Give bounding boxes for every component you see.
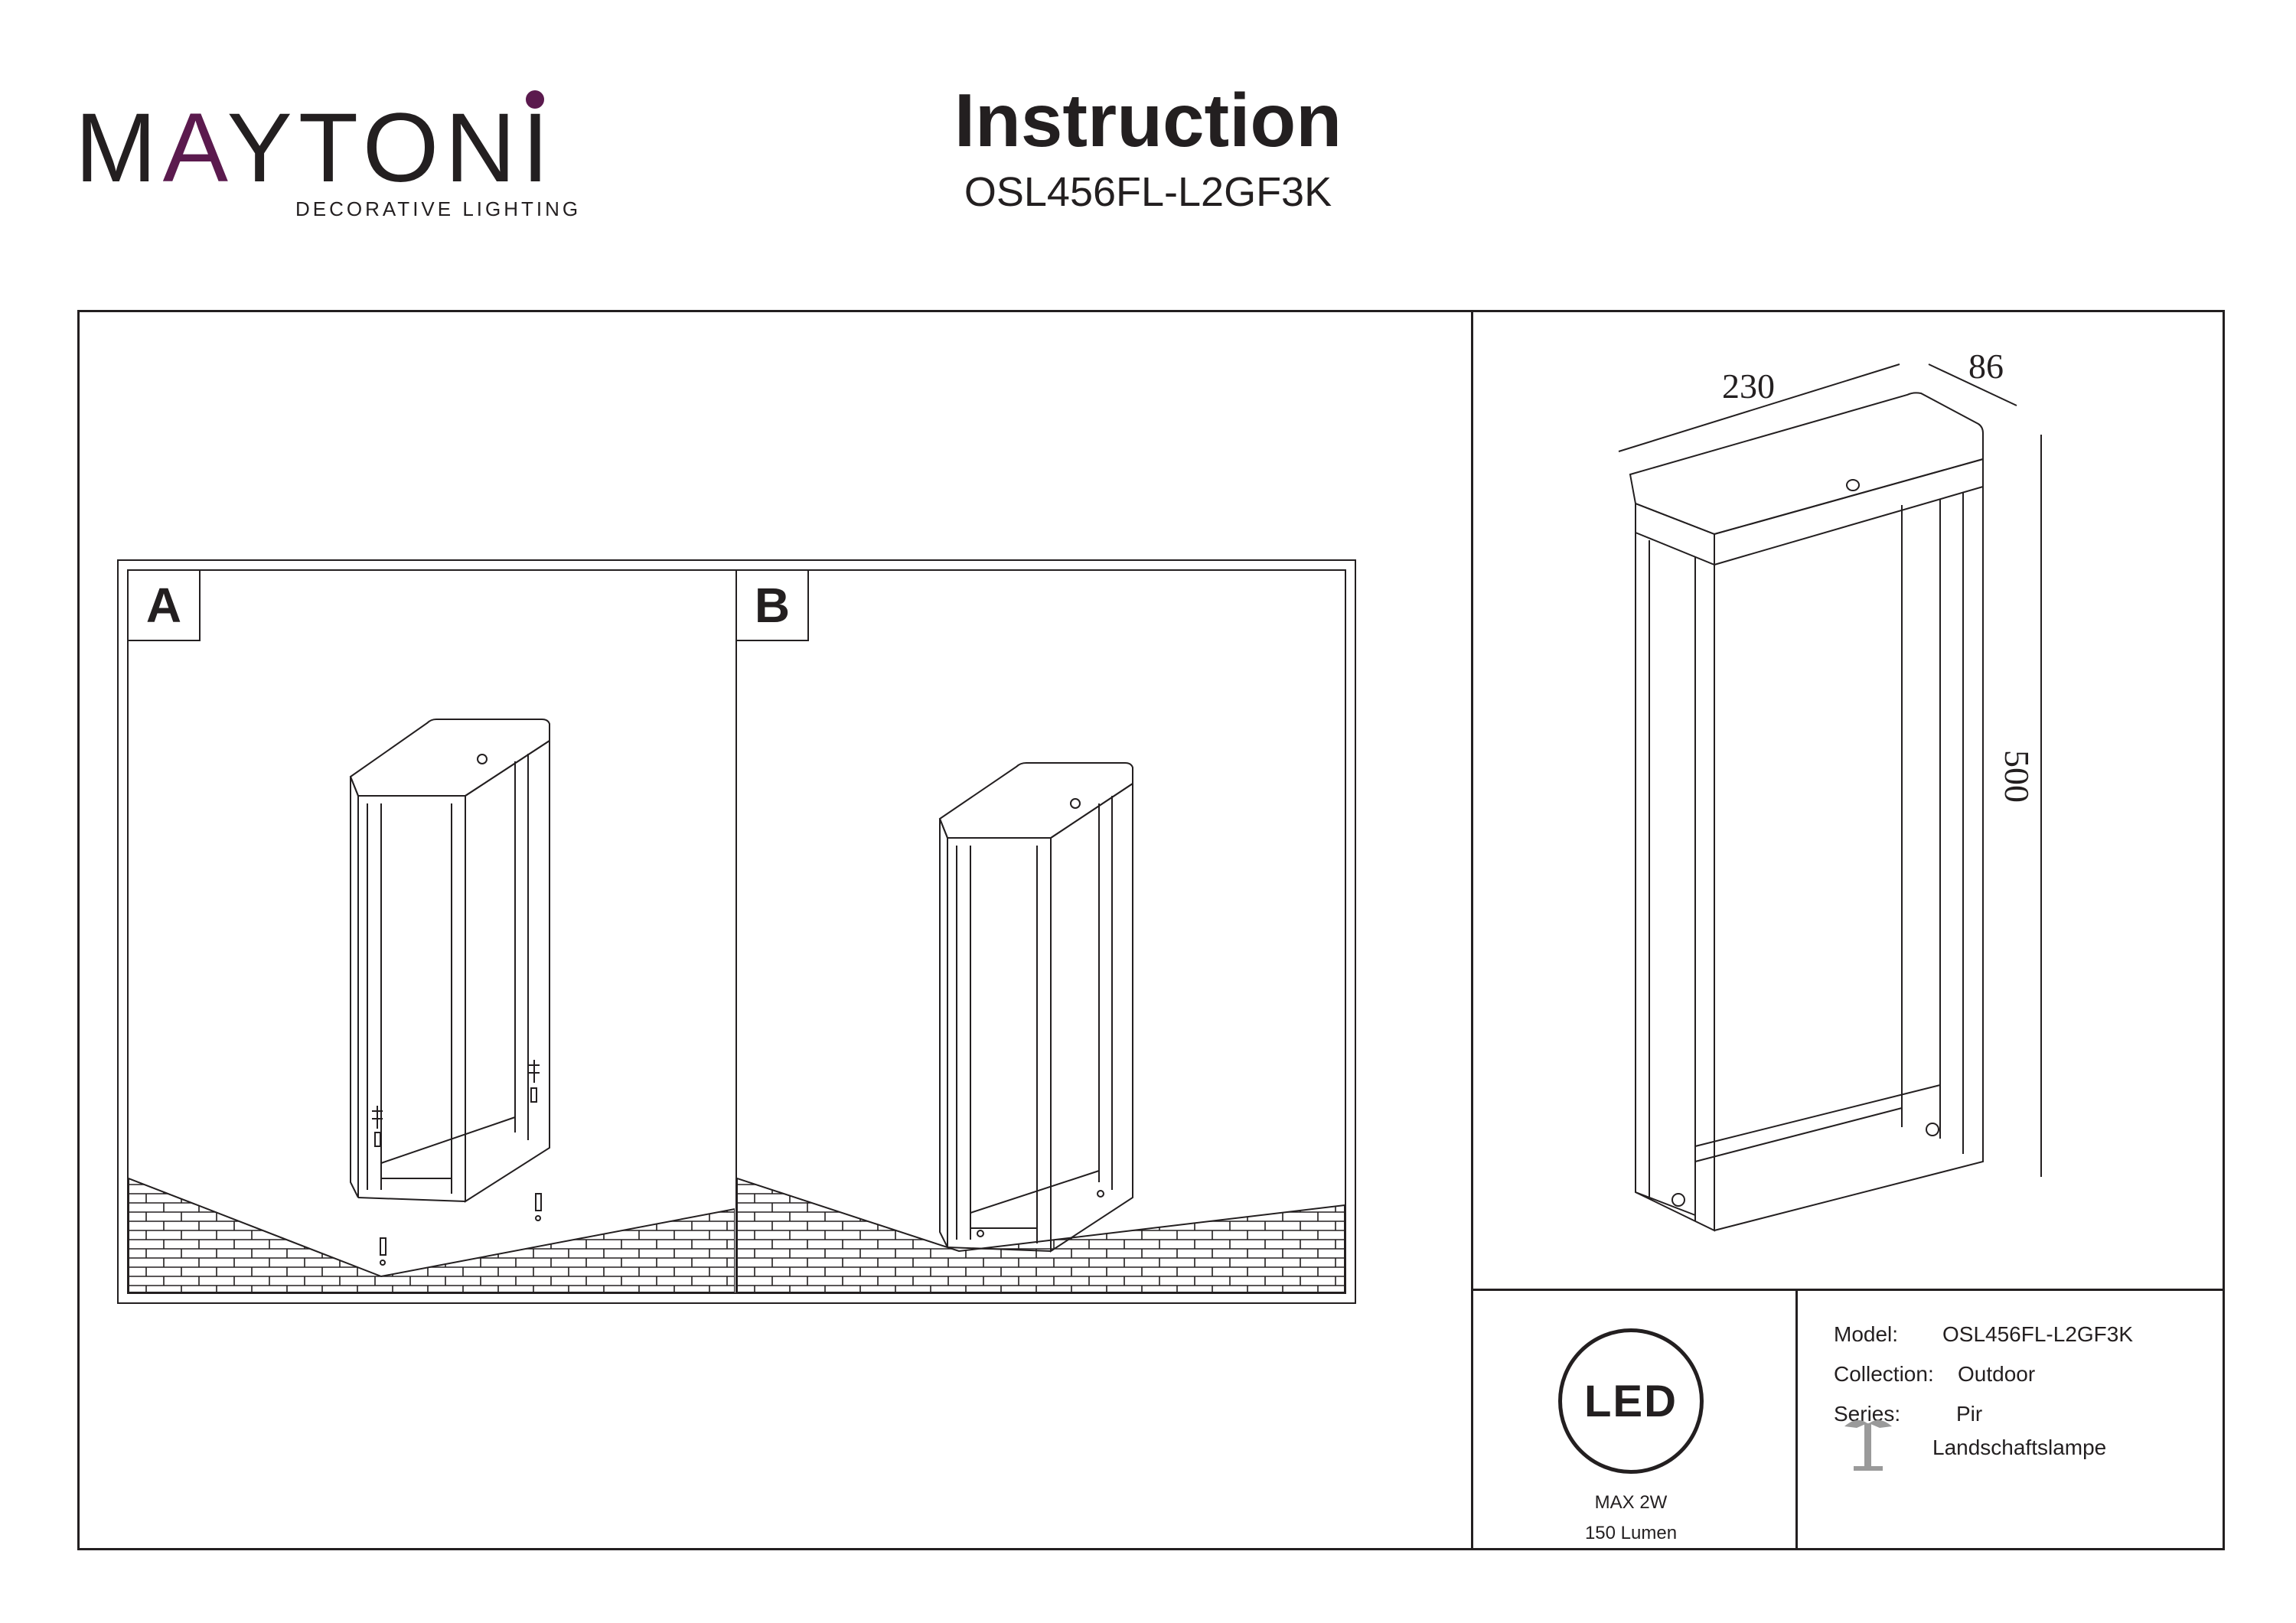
brand-name-rest: YTONI [227, 93, 556, 203]
spec-collection-value: Outdoor [1958, 1362, 2036, 1386]
dimension-drawing [1618, 363, 2042, 1232]
brick-ground-b [737, 1177, 1345, 1292]
page-model-number: OSL456FL-L2GF3K [964, 169, 1332, 215]
spec-type-value: Landschaftslampe [1932, 1436, 2107, 1459]
brand-logo: MAYTONI [75, 99, 555, 197]
dimension-depth: 86 [1968, 347, 2004, 386]
dimension-height: 500 [1998, 750, 2037, 803]
step-b-label: B [737, 571, 809, 641]
frame-divider-vertical [1471, 310, 1473, 1550]
main-frame [77, 310, 2225, 1550]
depth-dimension-line [1928, 363, 2017, 406]
installation-panel-outer [117, 559, 1356, 1304]
led-flux: 150 Lumen [1584, 1523, 1678, 1543]
spec-divider [1795, 1289, 1798, 1550]
spec-collection-label: Collection: [1834, 1362, 1934, 1386]
led-badge: LED [1558, 1328, 1704, 1474]
brand-logo-dot [526, 90, 544, 109]
brand-letter-m: M [75, 93, 163, 203]
spec-series-value: Pir [1956, 1402, 1983, 1426]
installation-panel-divider [735, 569, 737, 1294]
led-power: MAX 2W [1594, 1492, 1668, 1513]
step-a-label: A [129, 571, 201, 641]
spec-series-label: Series: [1834, 1402, 1901, 1426]
led-badge-text: LED [1584, 1376, 1678, 1426]
spec-model-label: Model: [1834, 1322, 1899, 1346]
frame-divider-horizontal [1471, 1289, 2225, 1291]
landscape-lamp-icon [1844, 1419, 1892, 1471]
brand-tagline: DECORATIVE LIGHTING [295, 197, 582, 220]
brick-ground-a [129, 1177, 735, 1292]
spec-model-value: OSL456FL-L2GF3K [1942, 1322, 2134, 1346]
page-title: Instruction [954, 78, 1342, 162]
step-b-illustration [737, 762, 1345, 1292]
width-dimension-line [1618, 363, 1900, 452]
dimension-width: 230 [1722, 367, 1775, 406]
step-a-illustration [129, 719, 735, 1292]
brand-letter-a: A [162, 93, 227, 203]
